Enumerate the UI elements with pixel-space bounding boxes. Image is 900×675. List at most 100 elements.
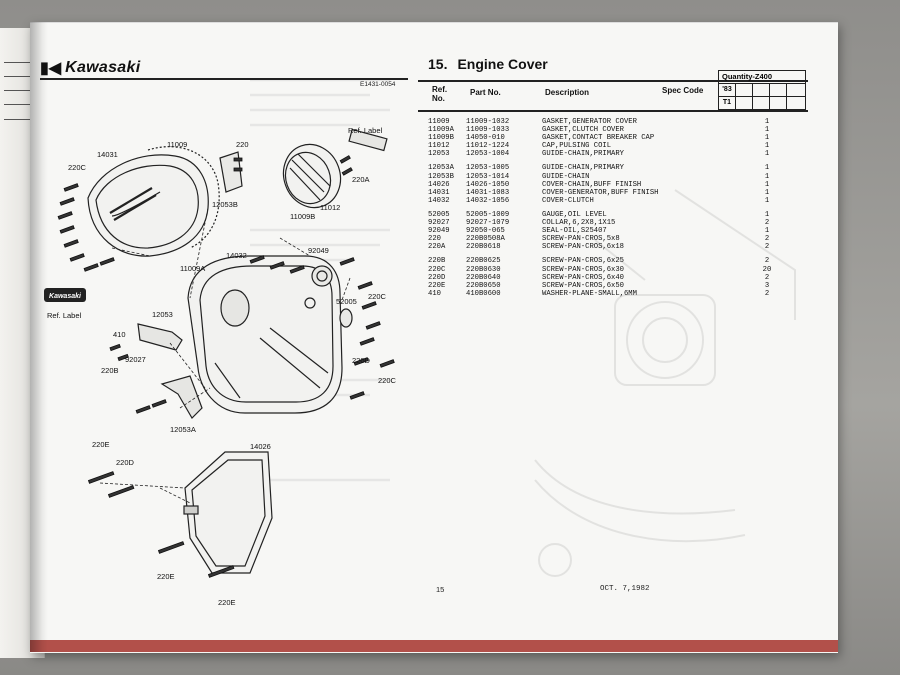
section-title: 15.Engine Cover	[428, 56, 548, 72]
brand-name: Kawasaki	[65, 59, 141, 76]
callout-14032: 14032	[226, 251, 247, 260]
callout-14026: 14026	[250, 442, 271, 451]
callout-11009a: 11009A	[180, 264, 206, 273]
part-quantity: 2	[764, 289, 770, 298]
quantity-year-row: '83	[719, 84, 805, 97]
callout-220c-top: 220C	[68, 163, 86, 172]
header-rule-left	[40, 78, 408, 80]
part-ref: 220C	[428, 265, 446, 274]
callout-14031: 14031	[97, 150, 118, 159]
part-description: SCREW-PAN-CROS,6x18	[542, 243, 624, 252]
part-number: 14050-010	[466, 134, 505, 143]
part-number: 12053-1004	[466, 150, 510, 159]
part-description: SCREW-PAN-CROS,6x40	[542, 273, 624, 282]
part-description: SCREW-PAN-CROS,6x50	[542, 281, 624, 290]
part-description: COVER-CLUTCH	[542, 196, 594, 205]
callout-220a: 220A	[352, 175, 370, 184]
part-quantity: 1	[764, 164, 770, 173]
chain-guide-12053a	[160, 375, 203, 419]
callout-220e-top: 220E	[92, 440, 110, 449]
callout-11009b: 11009B	[290, 212, 316, 221]
part-number: 14026-1050	[466, 180, 510, 189]
part-quantity: 2	[764, 219, 770, 228]
part-number: 14032-1056	[466, 196, 510, 205]
part-description: SCREW-PAN-CROS,5x8	[542, 235, 620, 244]
part-description: WASHER-PLANE-SMALL,6MM	[542, 289, 637, 298]
quantity-header: Quantity-Z400	[719, 71, 805, 84]
gasket-11009	[147, 146, 220, 249]
empty-cell	[770, 84, 787, 96]
screws-220e-220d-chain	[87, 471, 235, 578]
part-ref: 12053A	[428, 164, 454, 173]
kawasaki-logo-icon: ▮◀	[40, 60, 62, 77]
col-ref: Ref. No.	[432, 85, 447, 103]
chain-guide-12053	[137, 323, 183, 351]
part-quantity: 2	[764, 243, 770, 252]
part-ref: 14032	[428, 196, 450, 205]
page-number: 15	[436, 585, 445, 594]
callout-410: 410	[113, 330, 126, 339]
engine-cover-exploded-diagram: Kawasaki	[44, 128, 395, 578]
quantity-table: Quantity-Z400 '83 T1	[718, 70, 806, 110]
part-quantity: 1	[764, 134, 770, 143]
part-quantity: 1	[764, 126, 770, 135]
part-quantity: 2	[764, 235, 770, 244]
clutch-cover-14032	[187, 255, 343, 414]
callout-12053a: 12053A	[170, 425, 196, 434]
part-number: 14031-1083	[466, 188, 510, 197]
part-quantity: 1	[764, 118, 770, 126]
part-description: CAP,PULSING COIL	[542, 142, 612, 151]
part-ref: 14026	[428, 180, 450, 189]
empty-cell	[753, 84, 770, 96]
part-description: SEAL-OIL,S25407	[542, 227, 607, 236]
callout-220c-mid: 220C	[368, 292, 386, 301]
part-description: SCREW-PAN-CROS,6x30	[542, 265, 624, 274]
section-name: Engine Cover	[457, 56, 548, 72]
part-description: GUIDE-CHAIN,PRIMARY	[542, 164, 624, 173]
callout-ref-label-left: Ref. Label	[47, 311, 82, 320]
part-number: 11009-1033	[466, 126, 510, 135]
part-number: 220B0640	[466, 273, 501, 282]
part-quantity: 20	[762, 265, 772, 274]
header-rule-right	[418, 80, 808, 82]
part-quantity: 1	[764, 188, 770, 197]
part-description: COLLAR,6,2X8,1X15	[542, 219, 616, 228]
callout-220e-bot: 220E	[218, 598, 236, 607]
part-ref: 220	[428, 235, 441, 244]
revision-date: OCT. 7,1982	[600, 585, 650, 593]
part-number: 220B0630	[466, 265, 501, 274]
callout-220e-mid: 220E	[157, 572, 175, 581]
part-quantity: 1	[764, 142, 770, 151]
chain-guide-12053b	[219, 151, 243, 193]
generator-cover-14031	[87, 154, 209, 257]
callout-220d-mid: 220D	[352, 356, 370, 365]
callout-220-top: 220	[236, 140, 249, 149]
empty-cell	[770, 97, 787, 109]
brand-header: ▮◀ Kawasaki	[40, 58, 140, 78]
col-ref-label: Ref.	[432, 85, 448, 94]
part-ref: 220D	[428, 273, 446, 282]
callout-12053b: 12053B	[212, 200, 238, 209]
part-number: 220B0650	[466, 281, 501, 290]
empty-cell	[736, 84, 753, 96]
part-ref: 12053	[428, 150, 450, 159]
pulsing-coil-cap-11012	[282, 143, 342, 209]
col-ref-no-label: No.	[432, 94, 445, 103]
binding-strip	[30, 640, 838, 652]
col-spec-code: Spec Code	[662, 86, 704, 95]
part-description: GASKET,GENERATOR COVER	[542, 118, 637, 126]
part-description: GUIDE-CHAIN,PRIMARY	[542, 150, 624, 159]
part-ref: 11009A	[428, 126, 454, 135]
figure-code: E1431-0054	[360, 81, 396, 88]
